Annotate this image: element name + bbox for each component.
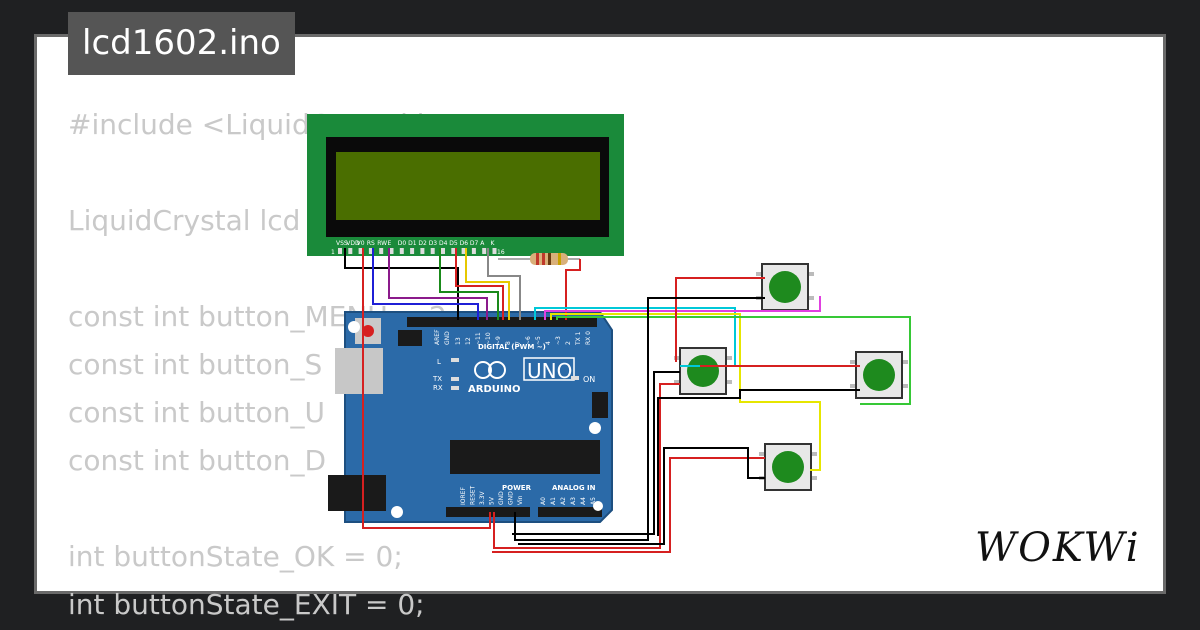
- board-pin-label: ~6: [525, 336, 532, 345]
- lcd-pin[interactable]: [389, 248, 394, 254]
- l-label: L: [437, 358, 441, 366]
- board-pin-label: ~9: [495, 336, 502, 345]
- lcd-pin-label: E: [388, 240, 392, 247]
- code-background: #include <LiquidCrystal.h> LiquidCrystal…: [68, 101, 458, 629]
- model-label: UNO: [527, 359, 572, 383]
- board-pin-label: A3: [570, 497, 577, 505]
- lcd-pin[interactable]: [451, 248, 456, 254]
- board-pin-label: 2: [565, 341, 572, 345]
- board-pin-label: RESET: [470, 485, 477, 505]
- board-pin-label: RX 0: [585, 331, 592, 345]
- push-button[interactable]: [759, 443, 817, 491]
- board-pin-label: A2: [560, 497, 567, 505]
- lcd-pin-label: D3: [429, 240, 438, 247]
- board-pin-label: ~5: [535, 336, 542, 345]
- lcd-pin[interactable]: [410, 248, 415, 254]
- lcd-pin[interactable]: [358, 248, 363, 254]
- lcd-pin-label: D6: [460, 240, 469, 247]
- board-pin-label: A4: [580, 497, 587, 505]
- board-pin-label: A0: [540, 497, 547, 505]
- board-pin-label: A1: [550, 497, 557, 505]
- lcd-pin[interactable]: [420, 248, 425, 254]
- lcd-pin-label: D4: [439, 240, 448, 247]
- lcd-pin-label: D2: [418, 240, 427, 247]
- wokwi-logo: WOKWi: [975, 525, 1141, 571]
- digital-label: DIGITAL (PWM ~): [478, 343, 546, 351]
- tx-label: TX: [432, 375, 442, 383]
- microcontroller-chip: [450, 440, 600, 474]
- board-pin-label: A5: [590, 497, 597, 505]
- lcd-pin-label: K: [491, 240, 496, 247]
- lcd-pin-label: D5: [449, 240, 458, 247]
- lcd-pin-label: V0: [357, 240, 365, 247]
- lcd-pin-label: D7: [470, 240, 479, 247]
- board-pin-label: GND: [444, 331, 451, 345]
- push-button[interactable]: [674, 347, 732, 395]
- digital-header: [407, 317, 597, 327]
- board-pin-label: 8: [505, 341, 512, 345]
- file-title[interactable]: lcd1602.ino: [68, 12, 295, 75]
- board-pin-label: 3.3V: [479, 490, 486, 505]
- lcd-pin[interactable]: [471, 248, 476, 254]
- brand-label: ARDUINO: [468, 384, 520, 395]
- power-label: POWER: [502, 484, 532, 492]
- push-button[interactable]: [756, 263, 814, 311]
- lcd-pin-label: D1: [408, 240, 417, 247]
- board-pin-label: IOREF: [460, 487, 467, 505]
- lcd-pin-last: 16: [497, 249, 505, 256]
- push-button[interactable]: [850, 351, 908, 399]
- lcd-pin-label: RW: [377, 240, 387, 247]
- lcd-pin[interactable]: [441, 248, 445, 254]
- lcd-pin-label: RS: [367, 240, 375, 247]
- rx-label: RX: [433, 384, 443, 392]
- lcd-pin-label: VSS: [336, 240, 348, 247]
- lcd-pin-label: A: [480, 240, 485, 247]
- analog-header: [538, 507, 602, 517]
- wires: [344, 248, 911, 553]
- lcd-pin[interactable]: [338, 248, 342, 254]
- lcd-pin-label: VDD: [346, 240, 360, 247]
- code-line: const int button_S: [68, 348, 323, 381]
- board-pin-label: 12: [465, 337, 472, 345]
- board-pin-label: 7: [515, 341, 522, 345]
- code-line: int buttonState_OK = 0;: [68, 540, 403, 573]
- lcd-pin[interactable]: [430, 248, 435, 254]
- board-pin-label: Vin: [517, 495, 524, 505]
- board-pin-label: 4: [545, 341, 552, 345]
- lcd-pin-first: 1: [331, 249, 335, 256]
- board-pin-label: TX 1: [575, 331, 582, 346]
- board-pin-label: ~3: [555, 336, 562, 345]
- lcd-pin-label: D0: [398, 240, 407, 247]
- lcd-pin[interactable]: [399, 248, 404, 254]
- board-pin-label: ~11: [475, 332, 482, 345]
- resistor[interactable]: [498, 253, 580, 265]
- lcd-pin[interactable]: [461, 248, 466, 254]
- board-pin-label: ~10: [485, 332, 492, 345]
- board-pin-label: GND: [498, 491, 505, 505]
- power-jack: [328, 475, 386, 511]
- lcd-pin[interactable]: [348, 248, 353, 254]
- code-line: const int button_U: [68, 396, 325, 429]
- lcd-pin[interactable]: [492, 248, 497, 254]
- board-pin-label: 5V: [489, 496, 496, 505]
- code-line: const int button_D: [68, 444, 327, 477]
- board-pin-label: AREF: [434, 329, 441, 345]
- board-pin-label: 13: [455, 337, 462, 345]
- analog-label: ANALOG IN: [552, 484, 596, 492]
- arduino-uno-board[interactable]: DIGITAL (PWM ~) UNO ARDUINO ON L TX RX P…: [328, 311, 613, 523]
- lcd-pin[interactable]: [482, 248, 487, 254]
- on-label: ON: [583, 375, 595, 384]
- power-header: [446, 507, 530, 517]
- lcd-pin[interactable]: [379, 248, 384, 254]
- usb-port: [335, 348, 383, 394]
- board-pin-label: GND: [508, 491, 515, 505]
- code-line: int buttonState_EXIT = 0;: [68, 588, 425, 621]
- code-line: LiquidCrystal lcd: [68, 204, 301, 237]
- lcd-pin[interactable]: [368, 248, 373, 254]
